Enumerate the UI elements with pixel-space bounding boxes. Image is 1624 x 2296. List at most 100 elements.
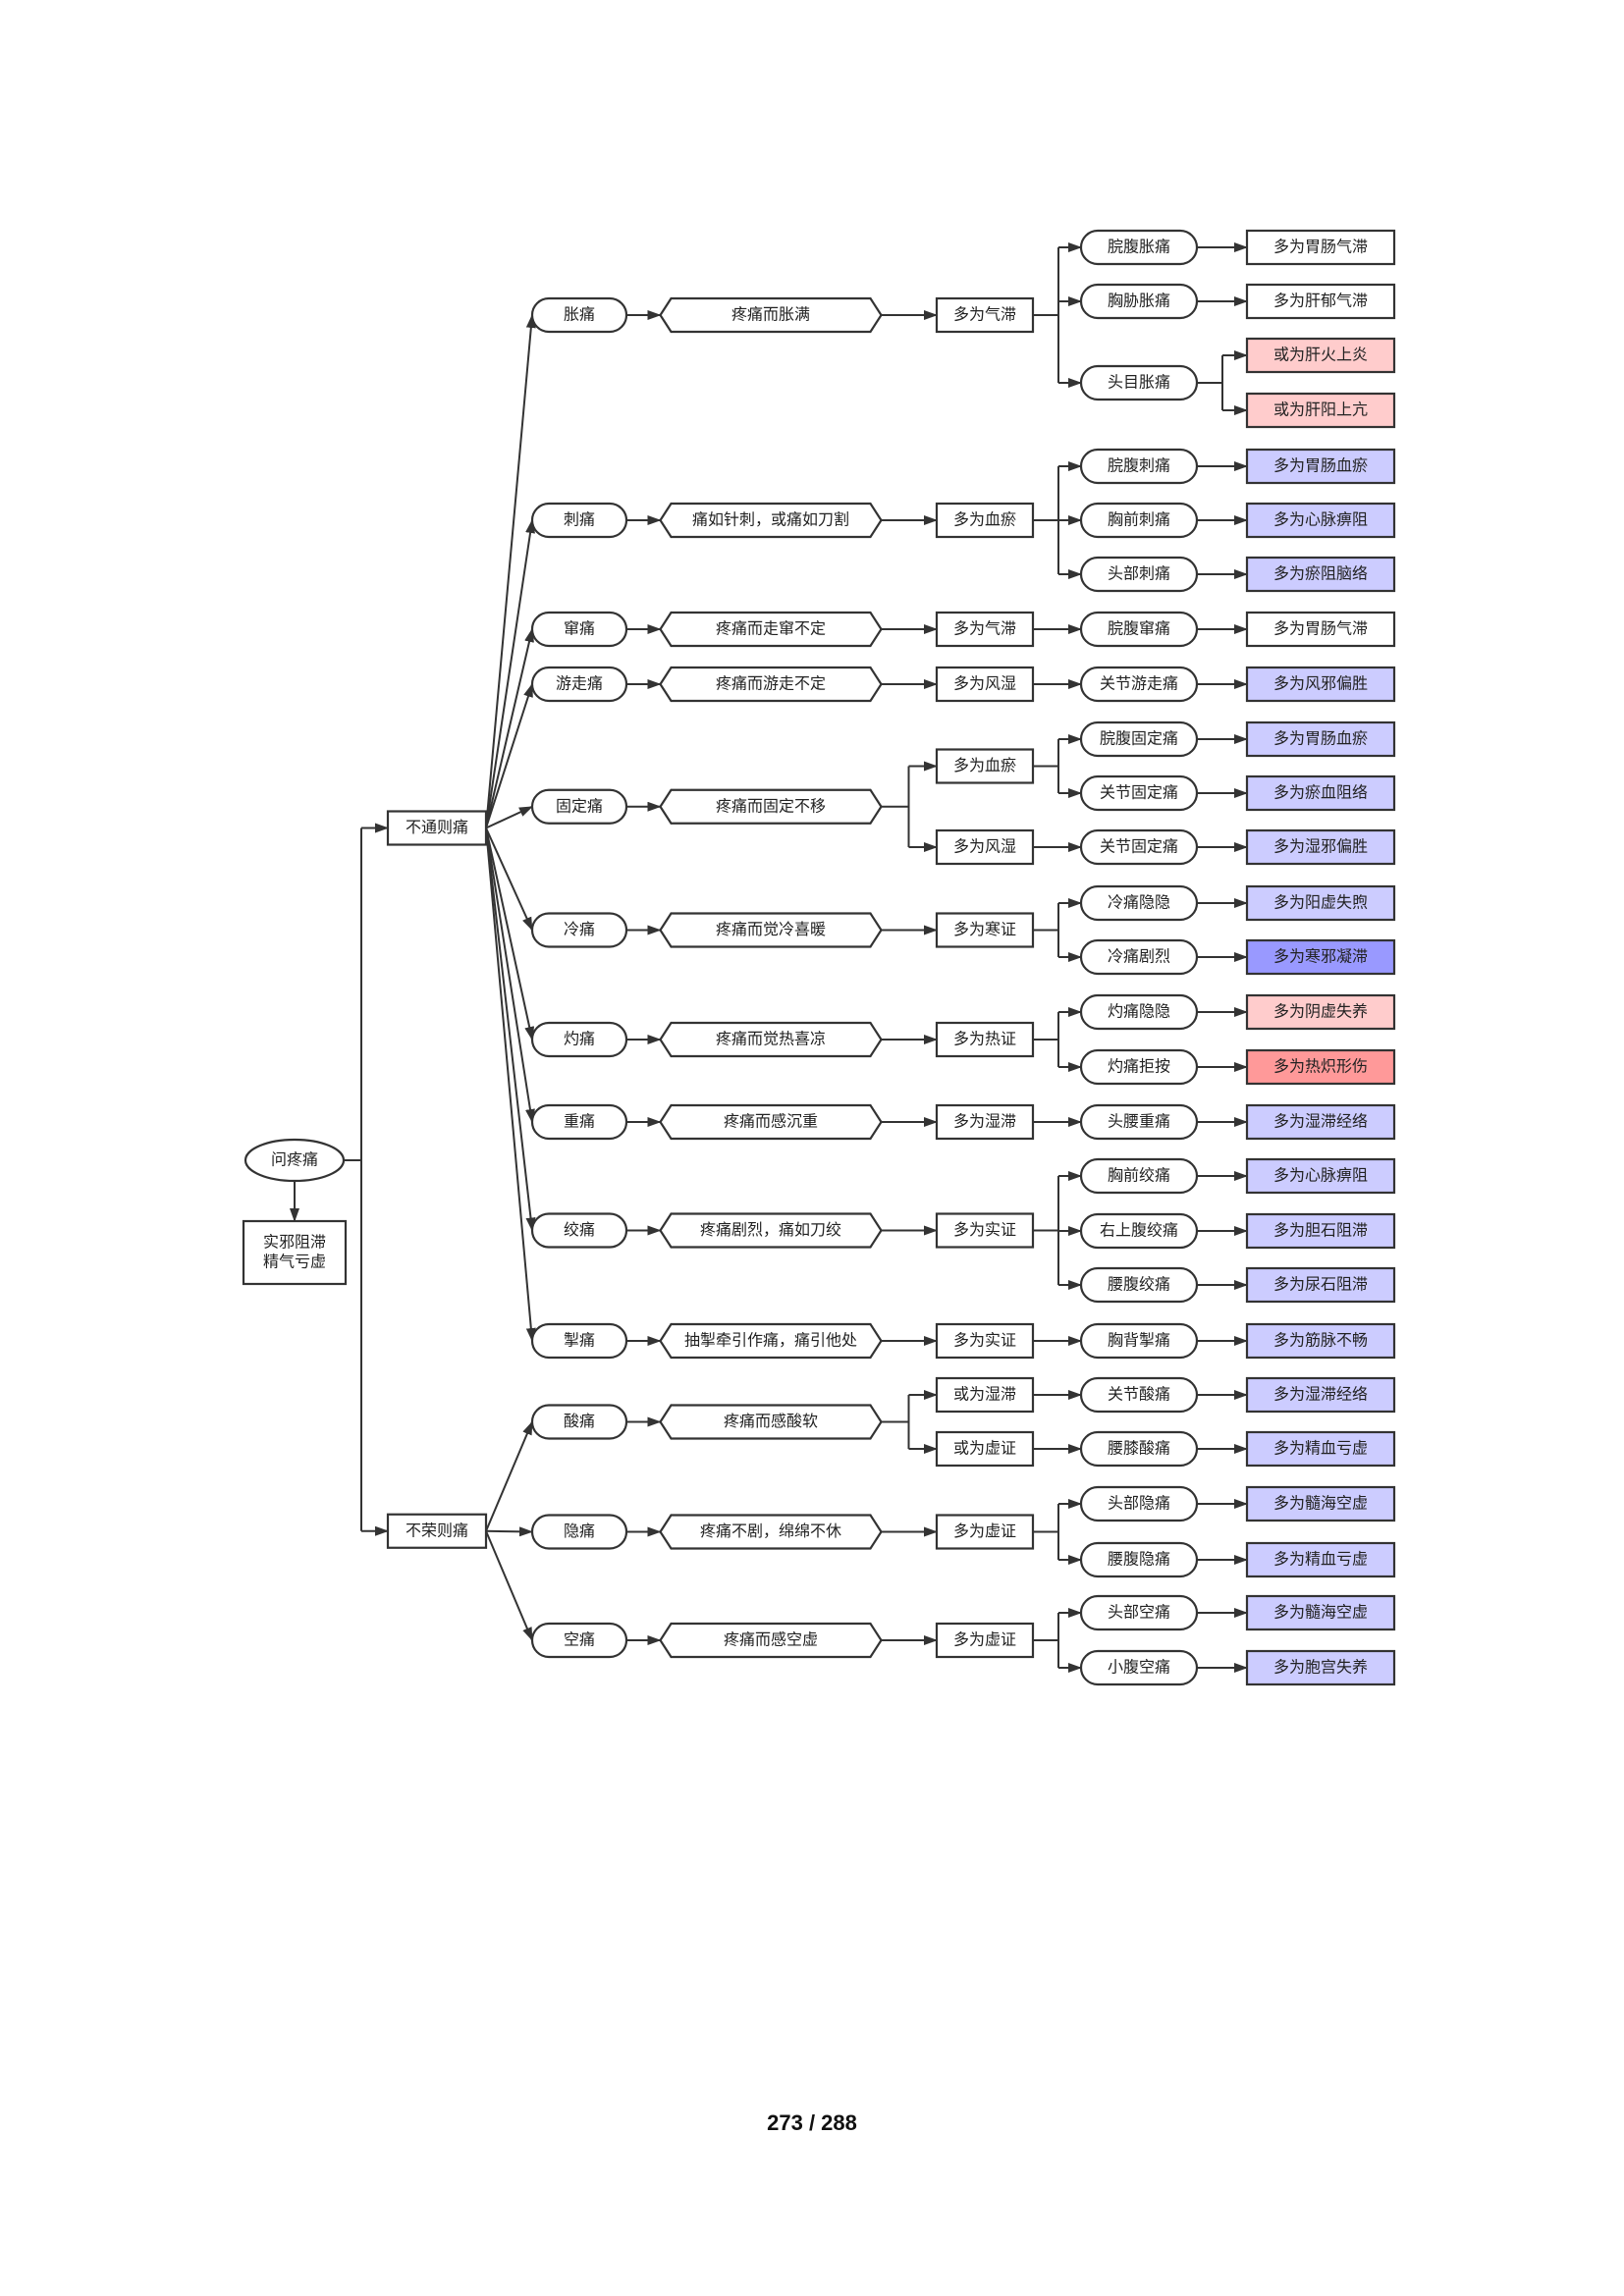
location-node-label: 头腰重痛 [1108, 1112, 1170, 1131]
cause-node [935, 1430, 1035, 1468]
location-node [1079, 1048, 1199, 1086]
pain-type-node [530, 1021, 628, 1058]
result-node [1245, 1541, 1396, 1578]
description-node [659, 296, 883, 334]
description-node-label: 疼痛而觉冷喜暖 [716, 920, 826, 938]
location-node-label: 头部刺痛 [1108, 564, 1170, 583]
pain-type-node-label: 空痛 [564, 1630, 595, 1649]
branch-to-type [485, 1420, 533, 1532]
branch-to-type [485, 314, 536, 828]
location-node-label: 胸前刺痛 [1108, 510, 1170, 529]
cause-node-label: 多为血瘀 [953, 756, 1016, 774]
branch-to-type [485, 683, 533, 828]
pain-type-node-label: 灼痛 [564, 1030, 595, 1048]
location-node-label: 关节酸痛 [1108, 1385, 1170, 1404]
root-node-label: 问疼痛 [271, 1150, 318, 1169]
cause-node-label: 多为血瘀 [953, 510, 1016, 529]
branch-to-type [485, 628, 534, 828]
cause-node [935, 1622, 1035, 1659]
result-node [1245, 1376, 1396, 1414]
result-node [1245, 884, 1396, 922]
description-node [659, 1212, 883, 1249]
branch-to-type [485, 828, 535, 1123]
result-node [1245, 1212, 1396, 1250]
result-node-label: 多为髓海空虚 [1273, 1494, 1368, 1513]
connector-layer [290, 242, 1248, 1673]
root-note [242, 1219, 348, 1286]
result-node [1245, 556, 1396, 593]
result-node-label: 多为尿石阻滞 [1273, 1275, 1368, 1294]
pain-type-node [530, 1103, 628, 1141]
result-node-label: 多为胃肠血瘀 [1273, 729, 1368, 748]
description-node-label: 疼痛而胀满 [731, 305, 810, 324]
cause-node-label: 多为虚证 [953, 1630, 1016, 1649]
description-node-label: 痛如针刺，或痛如刀割 [692, 510, 849, 529]
location-node [1079, 364, 1199, 401]
result-node [1245, 1322, 1396, 1360]
description-node-label: 疼痛而走窜不定 [716, 619, 826, 638]
location-node [1079, 229, 1199, 266]
branch-to-type [485, 828, 536, 1232]
location-node [1079, 448, 1199, 485]
result-node [1245, 448, 1396, 485]
cause-node [935, 1212, 1035, 1249]
branch-to-type [485, 828, 533, 932]
location-node [1079, 1485, 1199, 1522]
location-node-label: 腰膝酸痛 [1108, 1439, 1170, 1458]
result-node-label: 多为湿滞经络 [1273, 1112, 1368, 1131]
result-node-label: 多为筋脉不畅 [1273, 1331, 1368, 1350]
pain-type-node [530, 666, 628, 703]
location-node [1079, 502, 1199, 539]
location-node [1079, 1103, 1199, 1141]
result-node [1245, 392, 1396, 429]
pain-type-node [530, 1212, 628, 1249]
pain-type-node-label: 掣痛 [564, 1331, 595, 1350]
result-node [1245, 283, 1396, 320]
result-node [1245, 1594, 1396, 1631]
cause-node-label: 多为热证 [953, 1030, 1016, 1048]
cause-node-label: 多为风湿 [953, 674, 1016, 693]
location-node-label: 小腹空痛 [1108, 1658, 1170, 1677]
pain-type-node-label: 重痛 [564, 1112, 595, 1131]
location-node [1079, 283, 1199, 320]
cause-node-label: 多为实证 [953, 1331, 1016, 1350]
cause-node-label: 或为湿滞 [953, 1385, 1016, 1404]
location-node [1079, 611, 1199, 648]
pain-type-node-label: 冷痛 [564, 920, 595, 938]
description-node [659, 502, 883, 539]
description-node-label: 疼痛而感酸软 [724, 1412, 818, 1430]
result-node [1245, 1048, 1396, 1086]
result-node-label: 多为湿邪偏胜 [1273, 837, 1368, 856]
location-node-label: 胸前绞痛 [1108, 1166, 1170, 1185]
result-node-label: 多为心脉痹阻 [1273, 1166, 1368, 1185]
cause-node [935, 1514, 1035, 1550]
location-node-label: 脘腹窜痛 [1108, 619, 1170, 638]
description-node-label: 抽掣牵引作痛，痛引他处 [684, 1331, 857, 1350]
branch-to-type [485, 519, 536, 828]
location-node [1079, 1594, 1199, 1631]
node-layer: 问疼痛实邪阻滞精气亏虚不通则痛胀痛疼痛而胀满多为气滞脘腹胀痛多为胃肠气滞胸胁胀痛… [242, 229, 1396, 1686]
location-node-label: 腰腹隐痛 [1108, 1550, 1170, 1569]
result-node [1245, 774, 1396, 812]
cause-node-label: 多为风湿 [953, 837, 1016, 856]
root-note-label: 实邪阻滞精气亏虚 [263, 1233, 326, 1271]
location-node-label: 灼痛隐隐 [1108, 1002, 1170, 1021]
location-node [1079, 828, 1199, 866]
result-node [1245, 938, 1396, 976]
description-node-label: 疼痛剧烈，痛如刀绞 [700, 1220, 841, 1239]
result-node-label: 多为心脉痹阻 [1273, 510, 1368, 529]
cause-node [935, 748, 1035, 784]
description-node [659, 666, 883, 703]
location-node-label: 冷痛隐隐 [1108, 893, 1170, 912]
pain-type-node-label: 固定痛 [556, 796, 603, 815]
result-node [1245, 993, 1396, 1031]
location-node [1079, 1212, 1199, 1250]
description-node-label: 疼痛不剧，绵绵不休 [700, 1522, 841, 1540]
location-node [1079, 556, 1199, 593]
result-node-label: 或为肝阳上亢 [1273, 400, 1368, 419]
result-node [1245, 1485, 1396, 1522]
pain-type-node [530, 912, 628, 948]
branch-node [386, 1513, 488, 1549]
pain-type-node-label: 绞痛 [564, 1220, 595, 1239]
location-node [1079, 1157, 1199, 1195]
